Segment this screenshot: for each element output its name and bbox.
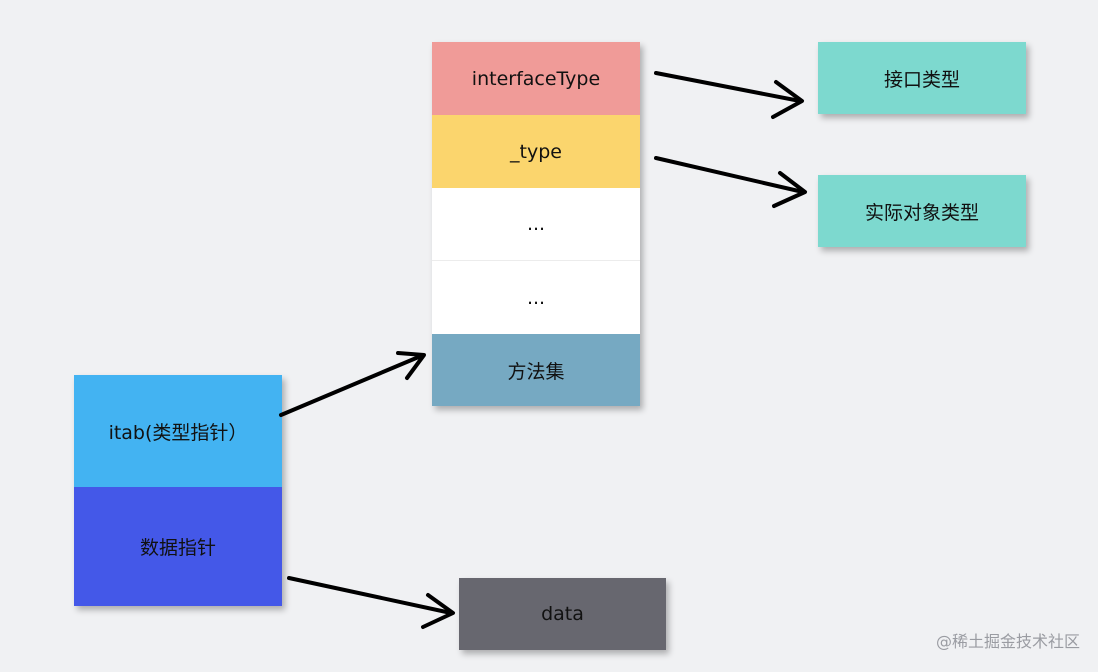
data-pointer-label: 数据指针: [139, 537, 216, 559]
cell-ellipsis-2: ...: [432, 261, 640, 334]
arrow-type: [654, 156, 807, 208]
arrow-interface-type: [654, 71, 804, 119]
interface-type-label: 接口类型: [883, 68, 960, 91]
data-box-label: data: [541, 603, 584, 625]
itab-pointer-label: itab(类型指针）: [108, 421, 248, 444]
cell-ellipsis-1-label: ...: [526, 213, 546, 235]
watermark: @稀土掘金技术社区: [935, 632, 1080, 651]
iface-struct: itab(类型指针） 数据指针: [74, 375, 282, 606]
cell-interface-type-label: interfaceType: [471, 67, 601, 90]
data-pointer-cell: 数据指针: [74, 487, 282, 606]
cell-method-set: 方法集: [432, 334, 640, 406]
cell-type-label: _type: [510, 140, 562, 163]
cell-ellipsis-1: ...: [432, 188, 640, 261]
cell-type: _type: [432, 115, 640, 188]
cell-ellipsis-2-label: ...: [526, 286, 546, 309]
cell-interface-type: interfaceType: [432, 42, 640, 115]
itab-pointer-cell: itab(类型指针）: [74, 375, 282, 487]
cell-method-set-label: 方法集: [507, 360, 565, 383]
itab-table: interfaceType _type ... ... 方法集: [432, 42, 640, 406]
interface-type-box: 接口类型: [818, 42, 1026, 114]
data-box: data: [459, 578, 666, 650]
arrow-data: [287, 576, 455, 629]
concrete-type-box: 实际对象类型: [818, 175, 1026, 247]
concrete-type-label: 实际对象类型: [864, 201, 979, 224]
arrow-itab: [279, 351, 426, 417]
